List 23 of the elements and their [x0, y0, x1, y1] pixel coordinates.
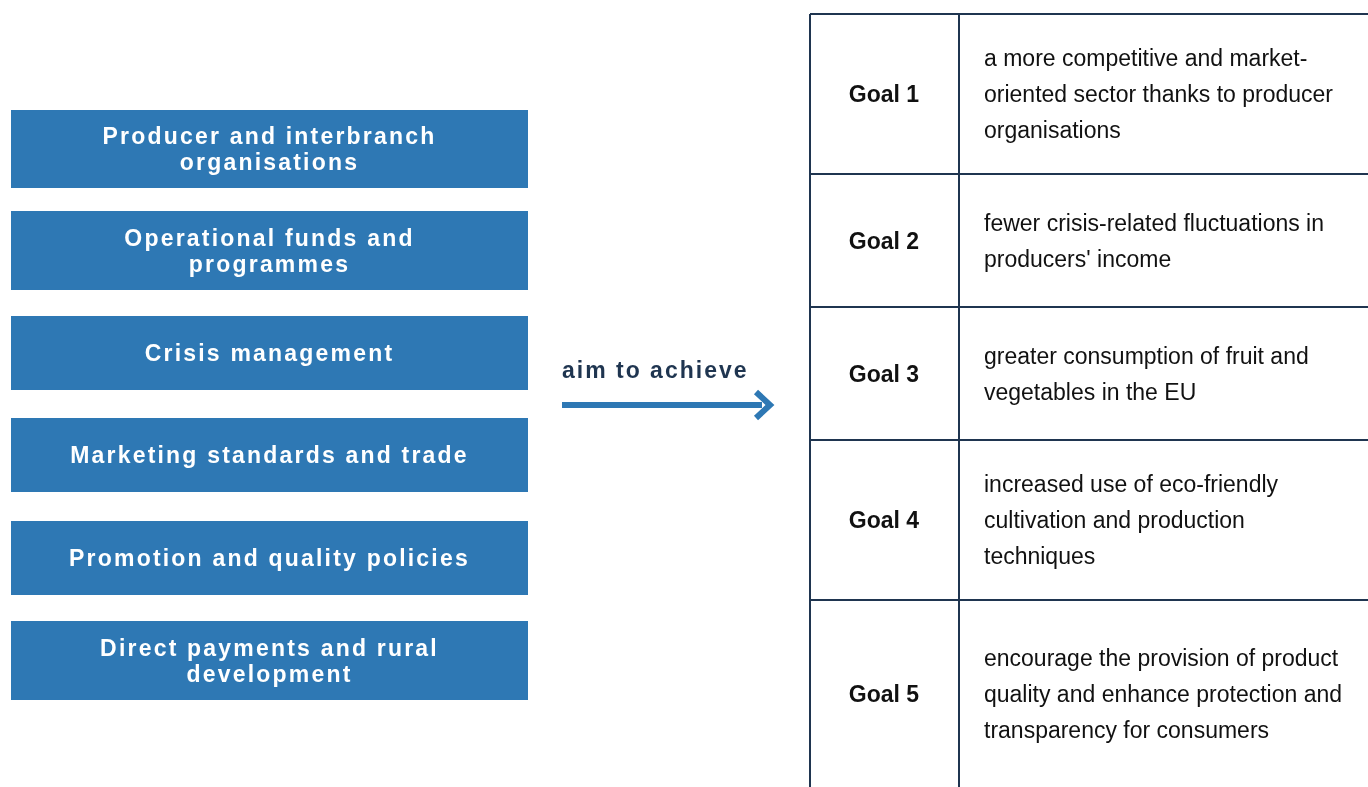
topic-text: Crisis management [144, 340, 395, 366]
arrow-label: aim to achieve [562, 356, 749, 385]
topic-box [11, 418, 528, 492]
topic-text: Operational funds and programmes [123, 224, 416, 277]
goal-description: fewer crisis-related fluctuations in producers' income [984, 208, 1326, 274]
topic-box [11, 316, 528, 390]
goal-description: encourage the provision of product quality and enhance protection and transparency for consumers [984, 643, 1344, 745]
goal-description: greater consumption of fruit and vegetables in the EU [984, 341, 1310, 407]
goal-label: Goal 4 [847, 506, 921, 535]
goal-description: increased use of eco-friendly cultivation and production techniques [984, 470, 1280, 571]
goal-label: Goal 5 [847, 679, 921, 709]
goal-label: Goal 3 [847, 359, 921, 389]
topic-text: Producer and interbranch organisations [101, 123, 438, 175]
goal-label: Goal 2 [847, 226, 921, 256]
topic-text: Promotion and quality policies [69, 545, 470, 571]
topic-text: Marketing standards and trade [70, 442, 469, 468]
topic-box [11, 621, 528, 700]
goal-description: a more competitive and market-oriented sector thanks to producer organisations [984, 44, 1335, 145]
goal-label: Goal 1 [847, 80, 921, 109]
topic-box [11, 211, 528, 290]
topic-box [11, 521, 528, 595]
topic-box [11, 110, 528, 188]
topic-text: Direct payments and rural development [99, 634, 440, 687]
